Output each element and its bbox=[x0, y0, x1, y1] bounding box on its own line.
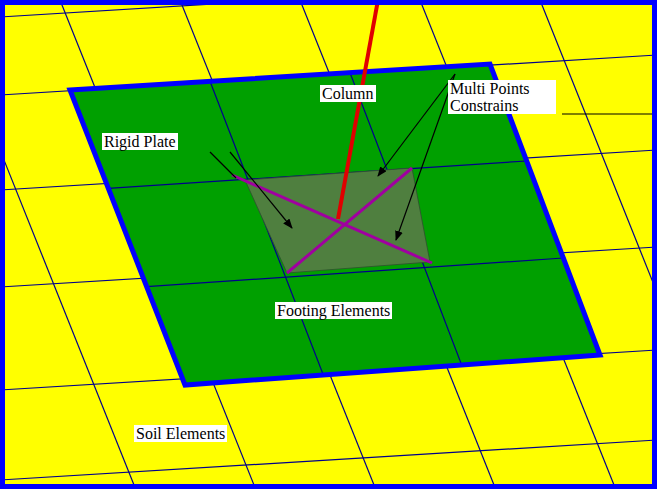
part-label: Footing Elements bbox=[275, 302, 392, 319]
part-label: Soil Elements bbox=[134, 425, 227, 442]
column-line bbox=[338, 0, 378, 219]
mpc-link bbox=[287, 168, 412, 273]
footing-border bbox=[70, 64, 600, 385]
leader-line bbox=[562, 113, 657, 114]
footing-slab bbox=[70, 64, 600, 385]
part-label: Multi Points Constrains bbox=[448, 80, 556, 114]
leader-line bbox=[396, 74, 455, 240]
frame bbox=[3, 3, 655, 487]
footing-mesh bbox=[108, 73, 563, 375]
part-label: Rigid Plate bbox=[102, 133, 178, 150]
leader-line bbox=[230, 152, 292, 228]
mpc-link bbox=[232, 175, 432, 263]
leader-line bbox=[378, 74, 455, 176]
part-label: Column bbox=[320, 85, 376, 102]
leader-line bbox=[210, 152, 236, 178]
